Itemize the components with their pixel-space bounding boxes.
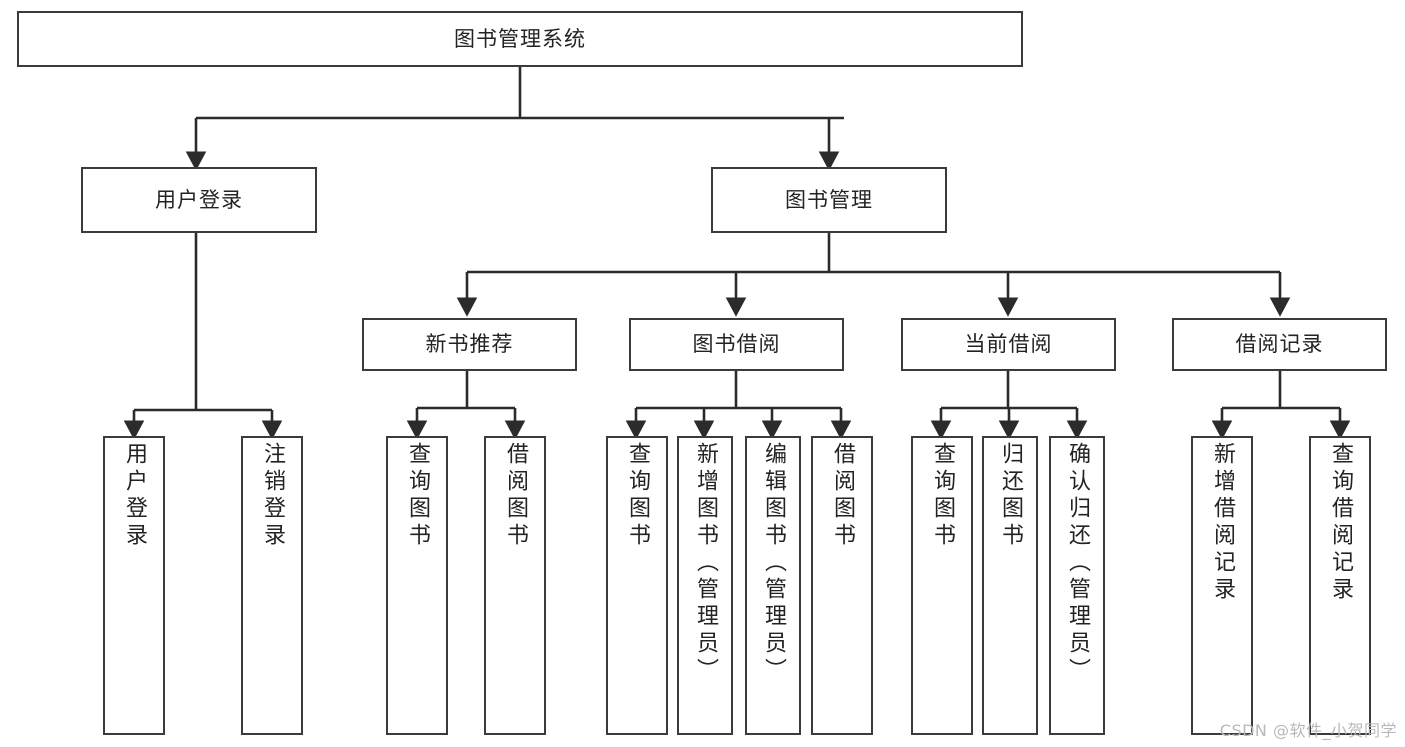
node-leaf-return-book[interactable]: 归还图书 <box>982 436 1038 735</box>
node-leaf-confirm-return[interactable]: 确认归还（管理员） <box>1049 436 1105 735</box>
node-current-borrow-label: 当前借阅 <box>964 332 1053 357</box>
csdn-watermark: CSDN @软件_小贺同学 <box>1219 721 1397 740</box>
node-leaf-query-book-3-label: 查询图书 <box>930 442 955 550</box>
node-leaf-query-book-1[interactable]: 查询图书 <box>386 436 448 735</box>
node-leaf-add-book[interactable]: 新增图书（管理员） <box>677 436 733 735</box>
node-leaf-add-record-label: 新增借阅记录 <box>1210 442 1235 604</box>
node-book-manage-label: 图书管理 <box>785 187 873 212</box>
node-book-manage[interactable]: 图书管理 <box>711 167 947 233</box>
node-leaf-query-book-2-label: 查询图书 <box>625 442 650 550</box>
node-leaf-return-book-label: 归还图书 <box>998 442 1023 550</box>
node-leaf-query-book-3[interactable]: 查询图书 <box>911 436 973 735</box>
node-new-book-recommend-label: 新书推荐 <box>425 332 514 357</box>
node-leaf-add-record[interactable]: 新增借阅记录 <box>1191 436 1253 735</box>
node-leaf-borrow-book-2-label: 借阅图书 <box>830 442 855 550</box>
node-leaf-user-login-label: 用户登录 <box>122 442 147 550</box>
node-leaf-add-book-label: 新增图书（管理员） <box>693 442 718 685</box>
node-leaf-edit-book-label: 编辑图书（管理员） <box>761 442 786 685</box>
node-leaf-logout[interactable]: 注销登录 <box>241 436 303 735</box>
node-book-borrow[interactable]: 图书借阅 <box>629 318 844 371</box>
node-new-book-recommend[interactable]: 新书推荐 <box>362 318 577 371</box>
node-leaf-logout-label: 注销登录 <box>260 442 285 550</box>
node-user-login[interactable]: 用户登录 <box>81 167 317 233</box>
node-current-borrow[interactable]: 当前借阅 <box>901 318 1116 371</box>
node-borrow-record[interactable]: 借阅记录 <box>1172 318 1387 371</box>
node-leaf-confirm-return-label: 确认归还（管理员） <box>1065 442 1090 685</box>
node-user-login-label: 用户登录 <box>155 187 243 212</box>
node-leaf-query-record[interactable]: 查询借阅记录 <box>1309 436 1371 735</box>
node-leaf-borrow-book-1[interactable]: 借阅图书 <box>484 436 546 735</box>
node-root[interactable]: 图书管理系统 <box>17 11 1023 67</box>
node-leaf-query-book-2[interactable]: 查询图书 <box>606 436 668 735</box>
node-leaf-edit-book[interactable]: 编辑图书（管理员） <box>745 436 801 735</box>
node-leaf-query-record-label: 查询借阅记录 <box>1328 442 1353 604</box>
node-borrow-record-label: 借阅记录 <box>1235 332 1324 357</box>
node-leaf-user-login[interactable]: 用户登录 <box>103 436 165 735</box>
node-root-label: 图书管理系统 <box>454 26 586 51</box>
node-leaf-borrow-book-1-label: 借阅图书 <box>503 442 528 550</box>
node-book-borrow-label: 图书借阅 <box>692 332 781 357</box>
node-leaf-query-book-1-label: 查询图书 <box>405 442 430 550</box>
node-leaf-borrow-book-2[interactable]: 借阅图书 <box>811 436 873 735</box>
